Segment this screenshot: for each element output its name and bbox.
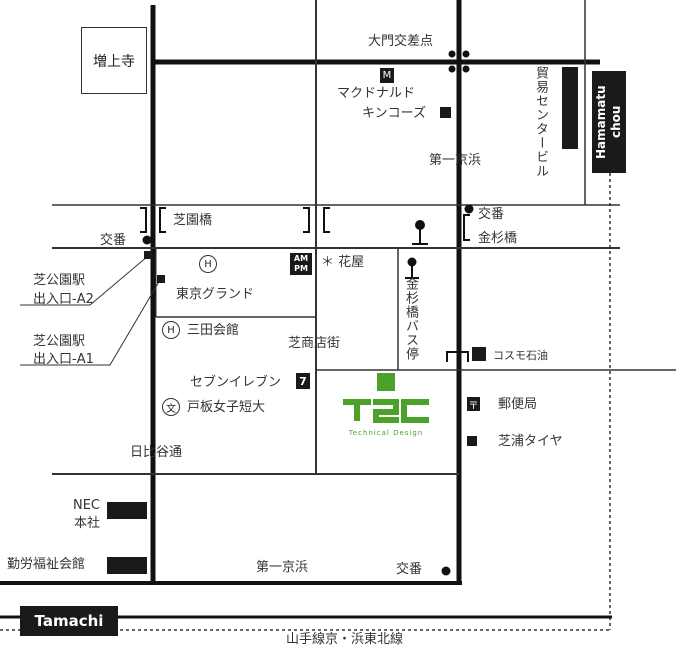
daimon-crossing-label: 大門交差点 [368, 34, 434, 49]
thick-roads [0, 0, 600, 585]
thin-roads [52, 0, 676, 475]
shibakoen-a1-line2: 出入口-A1 [33, 352, 94, 367]
koban-dot-left [142, 235, 152, 245]
kings-court-label: キンコーズ [362, 106, 426, 121]
cosmo-bracket [446, 351, 469, 362]
koban-dot-bottom [441, 566, 451, 576]
post-office-label: 郵便局 [498, 397, 538, 412]
hotel-icon: H [162, 321, 180, 339]
boeki-building-label: 貿易センタービル [533, 66, 548, 178]
logo-top-block [377, 373, 395, 391]
bus-stop-pins [405, 220, 428, 279]
hotel-icon: H [199, 255, 217, 273]
toita-college-label: 戸板女子短大 [187, 400, 266, 415]
exit-a1-marker [157, 275, 165, 283]
nec-label-line1: NEC [72, 498, 100, 513]
kanasugi-bridge-label: 金杉橋 [478, 231, 518, 246]
logo-caption: Technical Design [348, 429, 424, 437]
boeki-building-block [562, 67, 578, 149]
shibaura-tire-label: 芝浦タイヤ [498, 434, 563, 449]
shibashoten-street-label: 芝商店街 [288, 336, 341, 351]
seven-eleven-icon: 7 [296, 373, 310, 389]
leader-lines [20, 255, 161, 366]
cosmo-oil-label: コスモ石油 [493, 349, 548, 362]
shibakoen-a2-line2: 出入口-A2 [33, 292, 94, 307]
mita-kaikan-label: 三田会館 [187, 323, 240, 338]
kanasugi-bus-stop-label: 金杉橋バス停 [403, 277, 418, 361]
ampm-store-icon: AM PM [290, 253, 312, 275]
railway-line-label: 山手線京・浜東北線 [286, 632, 404, 647]
tokyo-grand-label: 東京グランド [176, 287, 255, 302]
tamachi-station: Tamachi [20, 606, 118, 636]
temple-box: 増上寺 [81, 27, 147, 94]
shibakoen-a2-line1: 芝公園駅 [33, 273, 86, 288]
kings-court-marker [440, 107, 451, 118]
ampm-bottom-text: PM [294, 264, 308, 273]
daiichi-keihin-north-label: 第一京浜 [429, 153, 482, 168]
mcdonalds-icon: M [380, 68, 394, 83]
flower-shop-label: ＊ 花屋 [321, 255, 365, 270]
ampm-top-text: AM [293, 254, 309, 263]
koban-left-label: 交番 [100, 233, 127, 248]
seven-eleven-label: セブンイレブン [190, 375, 282, 390]
koban-right-label: 交番 [478, 207, 505, 222]
daiichi-keihin-south-label: 第一京浜 [256, 560, 309, 575]
school-icon: 文 [162, 398, 180, 416]
nec-building-block [107, 502, 147, 519]
shibazono-bridge-label: 芝園橋 [173, 213, 213, 228]
koban-bottom-label: 交番 [396, 562, 423, 577]
post-office-icon: 〒 [467, 397, 480, 412]
shibakoen-a1-line1: 芝公園駅 [33, 334, 86, 349]
shibaura-tire-marker [467, 436, 477, 446]
logo-letters [343, 399, 429, 423]
exit-a2-marker [144, 251, 152, 259]
crossing-dots [142, 50, 474, 576]
bridge-brackets [140, 207, 470, 241]
cosmo-oil-marker [472, 347, 486, 361]
company-logo: Technical Design [343, 373, 429, 439]
hibiya-street-label: 日比谷通 [130, 445, 183, 460]
hamamatsucho-station: Hamamatu chou [592, 71, 626, 173]
kinro-fukushi-label: 勤労福祉会館 [7, 557, 86, 572]
koban-dot-right [464, 204, 474, 214]
kinro-building-block [107, 557, 147, 574]
nec-label-line2: 本社 [73, 516, 100, 531]
mcdonalds-label: マクドナルド [337, 86, 416, 101]
